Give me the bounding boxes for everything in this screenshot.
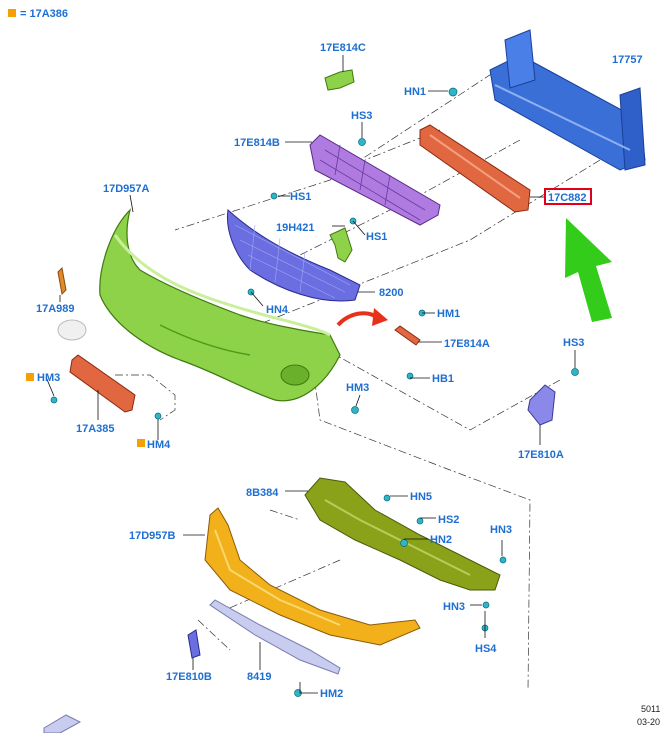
front-bumper-cover — [99, 208, 341, 402]
green-pointer-arrow — [565, 218, 612, 322]
label-HB1: HB1 — [432, 373, 454, 385]
label-HN3-b: HN3 — [443, 601, 465, 613]
label-HS3-top: HS3 — [351, 110, 372, 122]
footer-code: 5011 — [641, 704, 660, 714]
label-HS2: HS2 — [438, 514, 459, 526]
lower-grille-mesh — [226, 209, 361, 302]
leader-lines — [45, 55, 576, 694]
label-HM3-left: HM3 — [37, 372, 60, 384]
label-8419: 8419 — [247, 671, 271, 683]
label-HS4: HS4 — [475, 643, 497, 655]
label-17C882: 17C882 — [548, 192, 587, 204]
label-HN1: HN1 — [404, 86, 426, 98]
bracket-19H421 — [329, 227, 353, 263]
lower-lip-spoiler — [204, 507, 421, 646]
bracket-17E810A — [527, 384, 556, 426]
direction-arrow-icon — [43, 714, 82, 733]
label-17D957B: 17D957B — [129, 530, 176, 542]
legend-marker-hm3 — [26, 373, 34, 381]
bracket-17E810B — [187, 629, 201, 659]
bracket-17A385 — [69, 354, 136, 413]
legend-swatch — [8, 9, 16, 17]
bracket-17A989 — [57, 266, 87, 341]
label-HN3-a: HN3 — [490, 524, 512, 536]
underbody-shield — [304, 477, 501, 591]
label-17A989: 17A989 — [36, 303, 75, 315]
label-HM1: HM1 — [437, 308, 460, 320]
red-pointer-arrow — [336, 308, 388, 327]
label-HM3-mid: HM3 — [346, 382, 369, 394]
label-8B384: 8B384 — [246, 487, 279, 499]
label-17D957A: 17D957A — [103, 183, 150, 195]
label-HM4: HM4 — [147, 439, 171, 451]
energy-absorber — [419, 124, 531, 213]
label-17E814C: 17E814C — [320, 42, 366, 54]
label-HS3-right: HS3 — [563, 337, 584, 349]
legend-marker-hm4 — [137, 439, 145, 447]
label-17E814A: 17E814A — [444, 338, 490, 350]
bracket-17E814C — [324, 69, 355, 91]
label-17E810B: 17E810B — [166, 671, 212, 683]
fastener-clips — [50, 87, 579, 697]
trim-strip-8419 — [209, 599, 341, 675]
label-HN5: HN5 — [410, 491, 432, 503]
label-HS1-b: HS1 — [366, 231, 387, 243]
label-17E814B: 17E814B — [234, 137, 280, 149]
label-17E810A: 17E810A — [518, 449, 564, 461]
label-HN2: HN2 — [430, 534, 452, 546]
label-HS1-a: HS1 — [290, 191, 311, 203]
footer-date: 03-20 — [637, 717, 660, 727]
label-HN4: HN4 — [266, 304, 289, 316]
upper-grille — [309, 134, 441, 226]
legend-text: = 17A386 — [20, 8, 68, 20]
label-19H421: 19H421 — [276, 222, 315, 234]
label-HM2: HM2 — [320, 688, 343, 700]
label-8200: 8200 — [379, 287, 403, 299]
highlight-box-17C882 — [544, 188, 592, 205]
label-17A385: 17A385 — [76, 423, 115, 435]
label-17757: 17757 — [612, 54, 643, 66]
bracket-17E814A — [394, 325, 421, 346]
bumper-reinforcement-beam — [489, 29, 646, 171]
